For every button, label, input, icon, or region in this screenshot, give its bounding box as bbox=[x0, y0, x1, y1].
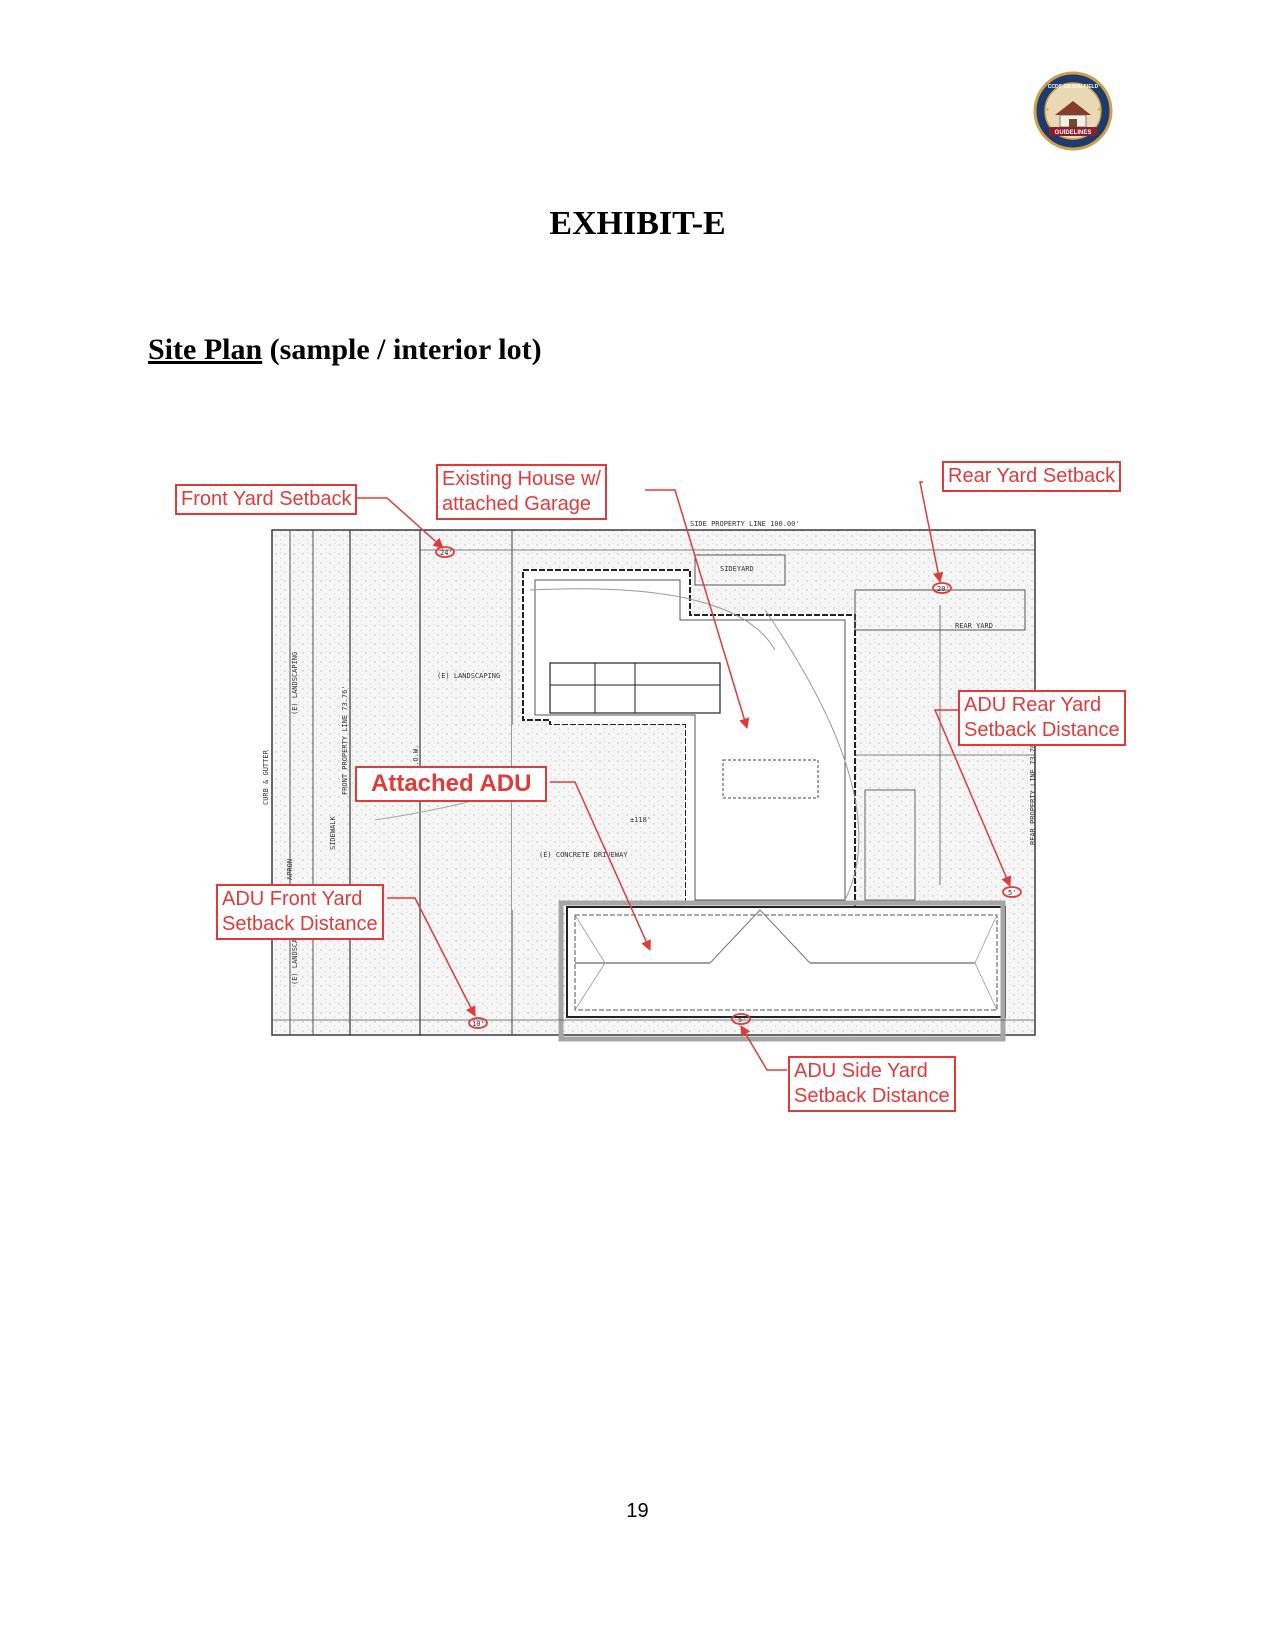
logo-text-bottom: GUIDELINES bbox=[1055, 130, 1092, 136]
dim-front-label: 24' bbox=[440, 549, 453, 557]
callout-adu-rear-yard: ADU Rear Yard Setback Distance bbox=[958, 690, 1126, 746]
adu-rear-marker bbox=[1002, 886, 1022, 898]
page-number: 19 bbox=[626, 1500, 649, 1522]
callout-adu-side-yard: ADU Side Yard Setback Distance bbox=[788, 1056, 956, 1112]
apron-label: APRON bbox=[286, 859, 294, 880]
subtitle-rest: (sample / interior lot) bbox=[262, 333, 542, 366]
rear-property-line-label: REAR PROPERTY LINE 73.76' bbox=[1029, 740, 1037, 845]
adu-front-line2: Setback Distance bbox=[222, 913, 378, 935]
dim-adu-side-label: 5' bbox=[738, 1016, 746, 1024]
guidelines-logo: GUIDELINES CCDS CA ADU FIELD ★ ★ bbox=[1033, 71, 1113, 151]
section-subtitle: Site Plan (sample / interior lot) bbox=[148, 333, 542, 367]
existing-house-line1: Existing House w/ bbox=[442, 468, 601, 490]
logo-text-top: CCDS CA ADU FIELD bbox=[1048, 84, 1099, 90]
curb-gutter-label: CURB & GUTTER bbox=[262, 749, 270, 805]
adu-front-marker bbox=[468, 1017, 488, 1029]
adu-rear-line2: Setback Distance bbox=[964, 719, 1120, 741]
svg-text:★: ★ bbox=[1097, 107, 1102, 113]
adu-front-line1: ADU Front Yard bbox=[222, 888, 363, 910]
adu-side-marker bbox=[731, 1013, 751, 1025]
front-property-line-label: FRONT PROPERTY LINE 73.76' bbox=[341, 685, 349, 795]
dim-rear-label: 20' bbox=[937, 585, 950, 593]
dim-118-label: ±118' bbox=[630, 816, 651, 824]
svg-text:★: ★ bbox=[1045, 107, 1050, 113]
landscaping-label-3: (E) LANDSCA bbox=[291, 938, 299, 985]
callout-attached-adu: Attached ADU bbox=[355, 766, 548, 802]
adu-footprint bbox=[566, 906, 1006, 1018]
adu-side-line1: ADU Side Yard bbox=[794, 1060, 928, 1082]
side-property-line-label: SIDE PROPERTY LINE 100.00' bbox=[690, 520, 800, 528]
dim-adu-rear-label: 5' bbox=[1008, 889, 1016, 897]
exhibit-title: EXHIBIT-E bbox=[549, 205, 726, 242]
landscaping-label-1: (E) LANDSCAPING bbox=[437, 672, 500, 680]
adu-rear-line1: ADU Rear Yard bbox=[964, 694, 1102, 716]
callout-existing-house: Existing House w/ attached Garage bbox=[436, 464, 607, 520]
sideyard-label: SIDEYARD bbox=[720, 565, 754, 573]
landscaping-label-2: (E) LANDSCAPING bbox=[291, 652, 299, 715]
rear-yard-label: REAR YARD bbox=[955, 622, 993, 630]
callout-adu-front-yard: ADU Front Yard Setback Distance bbox=[216, 884, 384, 940]
driveway-label: (E) CONCRETE DRIVEWAY bbox=[539, 851, 628, 859]
callout-rear-yard-setback: Rear Yard Setback bbox=[942, 461, 1122, 492]
adu-highlight-box bbox=[558, 900, 1006, 1042]
existing-house-line2: attached Garage bbox=[442, 493, 591, 515]
subtitle-underlined: Site Plan bbox=[148, 333, 263, 366]
row-label: R.O.W. bbox=[412, 745, 420, 770]
site-plan-drawing: SIDE PROPERTY LINE 100.00' SIDEYARD REAR… bbox=[262, 481, 1037, 1071]
dim-adu-front-label: 10' bbox=[472, 1020, 485, 1028]
callout-front-yard-setback: Front Yard Setback bbox=[175, 484, 358, 515]
front-setback-marker bbox=[435, 546, 455, 558]
sidewalk-label: SIDEWALK bbox=[329, 815, 337, 850]
adu-side-line2: Setback Distance bbox=[794, 1085, 950, 1107]
